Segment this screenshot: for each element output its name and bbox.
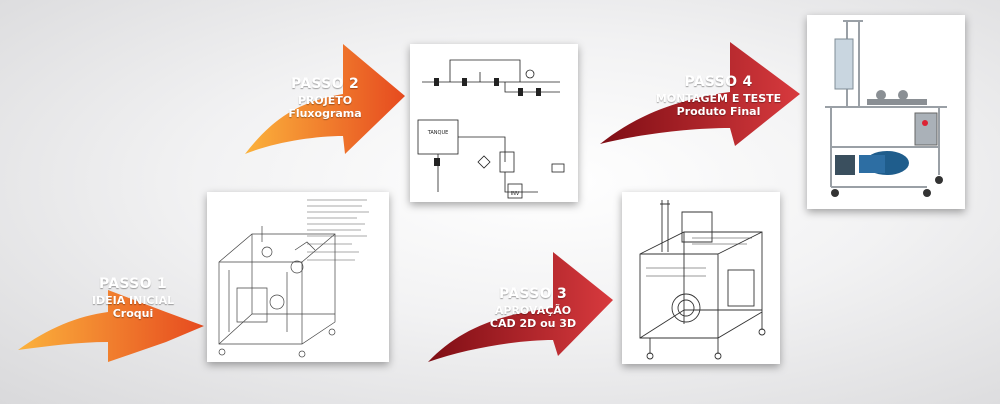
- step-1-title: IDEIA INICIAL: [91, 293, 175, 307]
- step-4-title: MONTAGEM E TESTE: [655, 91, 782, 105]
- cad-drawing: [639, 200, 766, 360]
- step-1-arrow: PASSO 1 IDEIA INICIAL Croqui: [18, 250, 204, 362]
- cad-image: [622, 192, 780, 364]
- product-photo: [807, 15, 965, 209]
- step-3-arrow: PASSO 3 APROVAÇÃO CAD 2D ou 3D: [428, 252, 613, 364]
- step-4-label: PASSO 4: [684, 74, 753, 90]
- flowchart-image: TANQUE INV: [410, 44, 578, 202]
- product-drawing: [825, 20, 947, 197]
- sketch-image: [207, 192, 389, 362]
- step-3-title: APROVAÇÃO: [494, 303, 572, 317]
- step-4-arrow: PASSO 4 MONTAGEM E TESTE Produto Final: [600, 42, 800, 147]
- step-1-subtitle: Croqui: [112, 307, 154, 321]
- step-2-label: PASSO 2: [291, 76, 359, 92]
- flowchart-drawing: TANQUE INV: [417, 59, 565, 199]
- step-1-label: PASSO 1: [99, 276, 167, 292]
- step-2-subtitle: Fluxograma: [288, 107, 362, 121]
- step-2-title: PROJETO: [297, 93, 353, 107]
- flowchart-inv-label: INV: [511, 191, 520, 197]
- step-3-subtitle: CAD 2D ou 3D: [489, 317, 577, 331]
- flowchart-tank-label: TANQUE: [427, 130, 449, 136]
- step-2-arrow: PASSO 2 PROJETO Fluxograma: [245, 42, 405, 157]
- step-4-subtitle: Produto Final: [676, 105, 761, 119]
- sketch-drawing: [218, 199, 369, 358]
- step-3-label: PASSO 3: [499, 286, 567, 302]
